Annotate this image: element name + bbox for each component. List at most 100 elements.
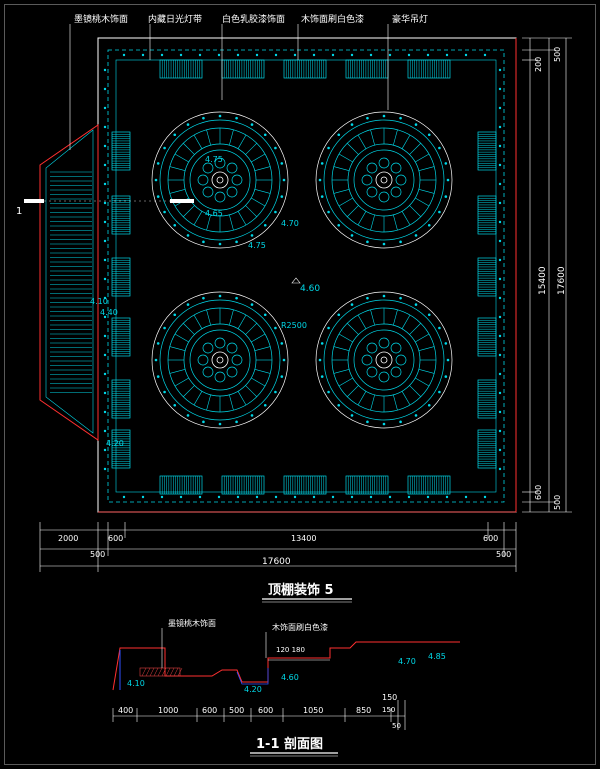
slat-block [111,317,131,357]
bulb-circle [214,157,226,169]
bulb-circle [366,366,378,378]
center-dot [380,356,388,364]
bulb-circle [366,186,378,198]
ring-lamp [202,296,205,300]
dim-right-top-2: 500 [553,47,562,62]
ring-spoke [251,197,266,207]
ring-lamp [427,313,431,317]
ring-lamp [218,294,222,298]
bulb-circle [226,366,238,378]
ring-spoke [193,134,203,149]
dot [498,144,502,148]
chandelier [315,111,453,249]
ring-lamp [438,210,441,214]
ring-lamp [274,146,277,150]
dot [122,53,126,57]
dot [498,353,502,357]
callout-4: 木饰面刷白色漆 [301,13,364,25]
ring-spoke [347,385,359,397]
ring-spoke [229,214,234,231]
slat-block [111,379,131,419]
dim-right-top-1: 200 [534,57,543,72]
bulb-circle [197,174,209,186]
dot [293,53,297,57]
ring-lamp [173,403,177,407]
ring-spoke [251,377,266,387]
dot [103,125,107,129]
ring-spoke [206,309,211,326]
ring-spoke [393,309,398,326]
dim-bottom-1: 2000 [58,534,78,543]
dot [426,495,430,499]
hatch-line [169,667,175,677]
ring-spoke [183,323,195,335]
dot [255,495,259,499]
dot [198,495,202,499]
dim-right-middle: 15400 [538,266,548,295]
ring-lamp [318,358,322,362]
ring-lamp [156,195,160,198]
ring-spoke [169,166,186,171]
left-bay-slats [50,171,92,393]
dot [498,315,502,319]
section-dim-5: 600 [258,706,273,715]
ring-spoke [370,214,375,231]
slat-block [477,257,497,297]
section-callout-right: 木饰面刷白色漆 [272,622,328,632]
ring-lamp [186,303,190,306]
bulb-circle [361,354,373,366]
ring-spoke [229,129,234,146]
ring-lamp [235,296,238,300]
ring-spoke [245,385,257,397]
dot [498,106,502,110]
chandelier [151,291,289,429]
ring-spoke [418,346,435,351]
dot [498,201,502,205]
ring-spoke [333,166,350,171]
section-leaders [161,628,267,668]
section-dim-1: 400 [118,706,133,715]
ring-lamp [235,240,238,244]
ring-spoke [418,369,435,374]
ring-lamp [202,116,205,120]
ring-lamp [163,210,166,214]
ring-lamp [350,414,354,417]
dot [103,429,107,433]
dot [498,296,502,300]
bulb-circle [361,174,373,186]
ring-spoke [183,205,195,217]
dot [498,429,502,433]
dot [103,144,107,148]
slat-block [221,475,265,495]
dot [103,448,107,452]
ring-lamp [427,403,431,407]
dim-bottom-3: 13400 [291,534,316,543]
center-dot [216,356,224,364]
ring-circle [347,143,421,217]
ring-lamp [446,358,450,362]
ring-lamp [173,223,177,227]
section-title: 1-1 剖面图 [256,736,323,752]
ring-lamp [250,123,254,126]
ring-spoke [338,197,353,207]
ring-spoke [206,129,211,146]
dot [498,87,502,91]
ring-spoke [401,391,411,406]
hatch-line [173,667,179,677]
ring-lamp [186,414,190,417]
ring-spoke [409,385,421,397]
ring-lamp [173,133,177,137]
section-profile [112,641,460,691]
ring-lamp [202,240,205,244]
ring-lamp [235,420,238,424]
ring-lamp [350,303,354,306]
slat-block-frame [283,475,327,495]
ring-spoke [245,143,257,155]
bulb-circle [390,162,402,174]
ring-spoke [245,323,257,335]
bulb-circle [395,174,407,186]
ring-spoke [333,369,350,374]
dot [498,448,502,452]
ring-lamp [382,242,386,246]
dim-total-width: 17600 [262,557,291,567]
